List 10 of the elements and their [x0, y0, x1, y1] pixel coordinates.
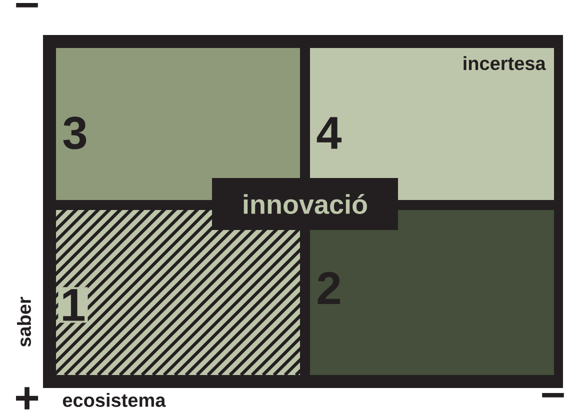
axis-sign: + — [16, 387, 38, 410]
center-label-box: innovació — [212, 178, 398, 230]
axis-label: ecosistema — [62, 393, 166, 407]
axis-sign: – — [16, 3, 38, 8]
quadrant-number: 3 — [63, 116, 86, 150]
axis-sign: – — [542, 393, 564, 398]
axis-label: incertesa — [464, 56, 546, 70]
number-label: 1 — [58, 287, 88, 323]
axis-label: saber — [17, 296, 31, 347]
quadrant-number: 4 — [316, 117, 342, 149]
